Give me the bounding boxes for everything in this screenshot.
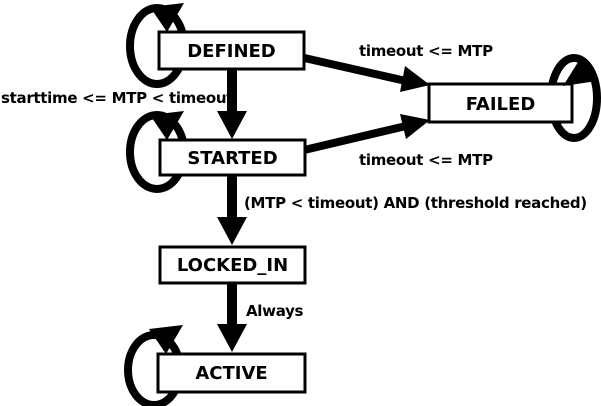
edge-label-defined-to-failed: timeout <= MTP xyxy=(359,42,493,60)
arrowhead xyxy=(400,114,430,139)
edge-label-started-to-locked-in: (MTP < timeout) AND (threshold reached) xyxy=(244,194,587,212)
arrowhead xyxy=(217,217,247,245)
state-locked-in-label: LOCKED_IN xyxy=(177,255,288,276)
self-loop-active-arrowhead xyxy=(149,325,183,354)
edge-label-locked-in-to-active: Always xyxy=(246,302,304,320)
arrow-defined-to-started xyxy=(217,67,247,139)
arrow-shaft xyxy=(299,122,407,155)
state-failed xyxy=(427,82,574,124)
state-defined-label: DEFINED xyxy=(187,41,276,62)
edge-label-started-to-failed: timeout <= MTP xyxy=(359,151,493,169)
state-locked-in xyxy=(158,245,307,285)
arrow-started-to-failed xyxy=(299,114,430,155)
state-started-label: STARTED xyxy=(187,148,277,169)
state-defined xyxy=(157,30,306,71)
edge-label-defined-to-started: starttime <= MTP < timeout xyxy=(1,89,233,107)
arrowhead xyxy=(400,66,430,92)
arrow-locked-in-to-active xyxy=(217,281,247,352)
arrow-shaft xyxy=(299,53,407,85)
self-loop-started-arrowhead xyxy=(150,111,184,140)
state-started xyxy=(158,138,307,177)
arrowhead xyxy=(217,111,247,139)
self-loop-defined-arrowhead xyxy=(150,3,184,32)
state-active xyxy=(156,352,307,394)
arrow-started-to-locked-in xyxy=(217,173,247,245)
state-failed-label: FAILED xyxy=(466,94,536,115)
arrowhead xyxy=(217,324,247,352)
self-loop-failed-arrowhead xyxy=(563,59,597,86)
arrow-defined-to-failed xyxy=(299,53,430,92)
state-active-label: ACTIVE xyxy=(195,363,267,384)
